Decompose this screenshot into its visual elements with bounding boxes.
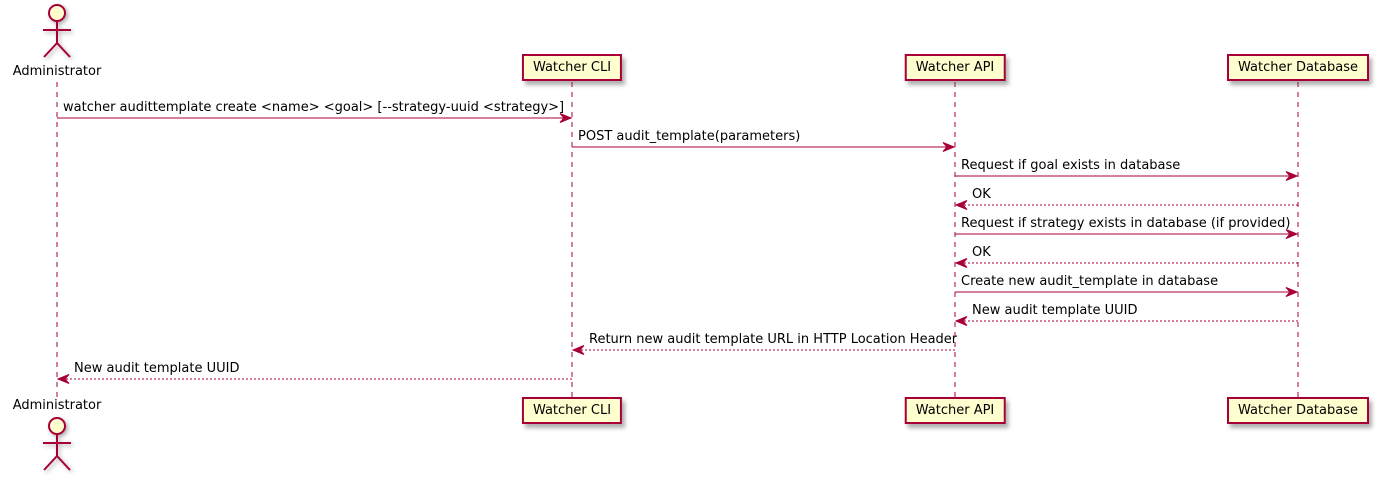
participant-box-watcher-cli-bottom: Watcher CLI <box>521 397 623 424</box>
message-label: Request if goal exists in database <box>961 158 1181 173</box>
participant-box-watcher-api-bottom: Watcher API <box>904 397 1006 424</box>
actor-label-administrator-bottom: Administrator <box>12 398 102 413</box>
message-label: Create new audit_template in database <box>961 274 1219 289</box>
message-label: OK <box>972 187 991 202</box>
arrowhead-icon <box>1285 287 1299 297</box>
message-label: Return new audit template URL in HTTP Lo… <box>589 332 958 347</box>
arrowhead-icon <box>954 200 968 210</box>
participant-box-watcher-cli-top: Watcher CLI <box>521 54 623 81</box>
arrowhead-icon <box>954 316 968 326</box>
arrowhead-icon <box>954 258 968 268</box>
actor-stick-figure-icon <box>43 417 71 471</box>
actor-stick-figure-icon <box>43 4 71 58</box>
message-label: OK <box>972 245 991 260</box>
participant-box-watcher-database-bottom: Watcher Database <box>1227 397 1369 424</box>
arrowhead-icon <box>1285 229 1299 239</box>
participant-box-watcher-api-top: Watcher API <box>904 54 1006 81</box>
arrowhead-icon <box>559 113 573 123</box>
arrowhead-icon <box>571 345 585 355</box>
actor-label-administrator-top: Administrator <box>12 64 102 79</box>
message-label: New audit template UUID <box>74 361 240 376</box>
message-label: Request if strategy exists in database (… <box>961 216 1291 231</box>
arrowhead-icon <box>56 374 70 384</box>
arrowhead-icon <box>942 142 956 152</box>
message-label: POST audit_template(parameters) <box>578 129 801 144</box>
arrowhead-icon <box>1285 171 1299 181</box>
message-label: New audit template UUID <box>972 303 1138 318</box>
participant-box-watcher-database-top: Watcher Database <box>1227 54 1369 81</box>
message-label: watcher audittemplate create <name> <goa… <box>63 100 565 115</box>
